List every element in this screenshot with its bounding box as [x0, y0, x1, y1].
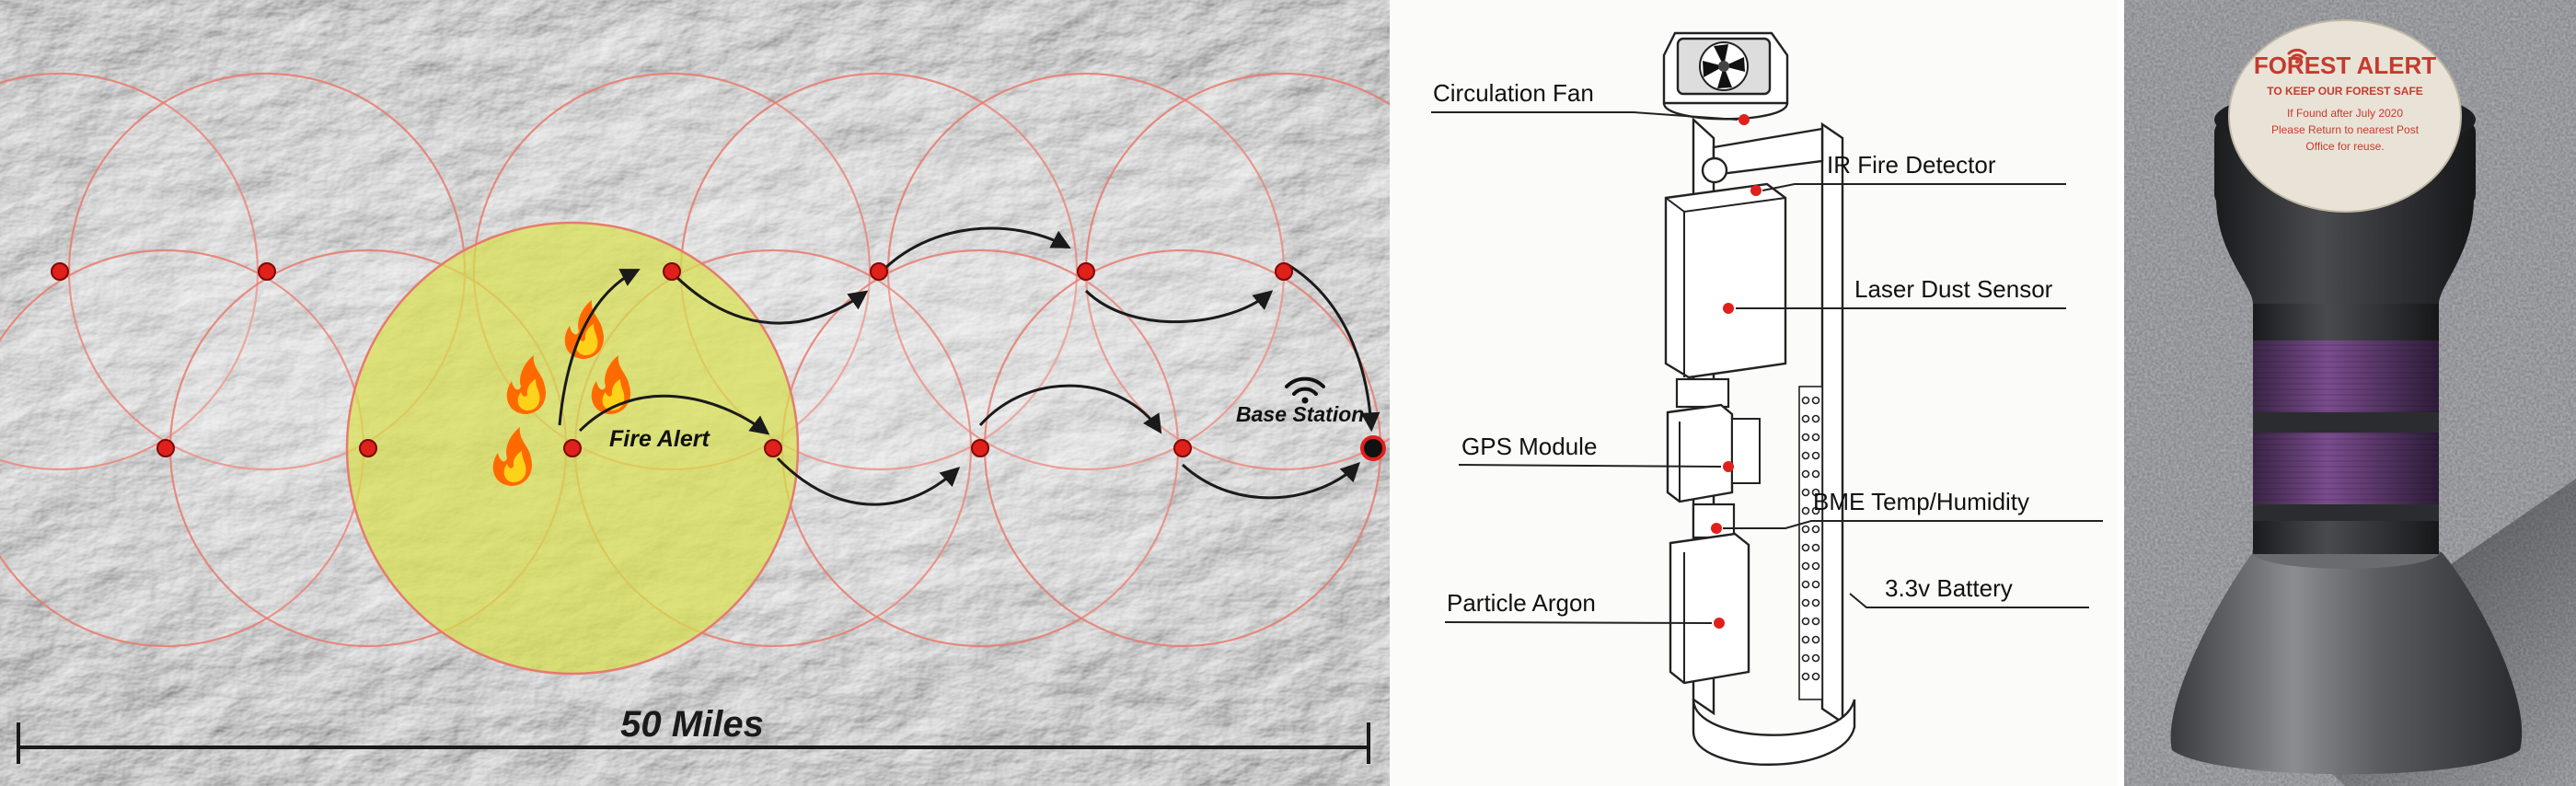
device-component-diagram: Circulation Fan IR Fire Detector Laser D…: [1390, 0, 2117, 786]
sensor-node: [1077, 262, 1095, 281]
fire-icon: [492, 427, 533, 486]
lid-notice-line1: If Found after July 2020: [2287, 107, 2403, 120]
callout-dot: [1723, 461, 1734, 472]
label-bme-temp-humidity: BME Temp/Humidity: [1813, 488, 2029, 515]
body-divider: [2253, 504, 2439, 521]
propagation-arrow: [978, 384, 1162, 434]
propagation-arrow: [672, 272, 869, 325]
lid-notice-line3: Office for reuse.: [2305, 140, 2384, 153]
fire-icons: [492, 300, 631, 486]
base-station: [1285, 376, 1386, 461]
label-battery: 3.3v Battery: [1885, 574, 2013, 602]
wifi-icon: [1285, 376, 1325, 404]
purple-band-texture: [2253, 433, 2439, 504]
sensor-node: [51, 262, 69, 281]
callout-dot: [1711, 523, 1722, 534]
callout-dots: [1711, 114, 1762, 629]
leader-line: [1762, 183, 2066, 191]
leader-lines: [1431, 111, 2103, 624]
fan-icon: [1703, 44, 1745, 88]
base-station-node: [1360, 435, 1386, 461]
photo-svg: FOREST ALERT TO KEEP OUR FOREST SAFE If …: [2124, 0, 2576, 786]
lid-label: [2229, 20, 2461, 212]
lid-label-edge: [2228, 19, 2462, 213]
label-laser-dust-sensor: Laser Dust Sensor: [1854, 275, 2053, 303]
propagation-arrow: [558, 269, 641, 426]
propagation-arrow: [1288, 263, 1380, 433]
label-ir-fire-detector: IR Fire Detector: [1827, 151, 1996, 179]
leader-line: [1723, 520, 2103, 529]
callout-dot: [1739, 114, 1750, 125]
gps-module: [1666, 403, 1761, 503]
propagation-arrow: [1181, 462, 1360, 500]
sensor-node: [870, 262, 888, 281]
right-rail: [1820, 121, 1844, 725]
circulation-fan: [1676, 37, 1772, 96]
lid-notice-line2: Please Return to nearest Post: [2271, 123, 2420, 136]
connector-block: [1675, 377, 1730, 409]
device-neck: [2216, 198, 2474, 304]
device-svg: Circulation Fan IR Fire Detector Laser D…: [1390, 0, 2117, 786]
label-gps-module: GPS Module: [1461, 433, 1597, 460]
fire-alert-label: Fire Alert: [609, 426, 711, 452]
sensor-node: [258, 262, 276, 281]
purple-band-texture: [2253, 341, 2439, 412]
lid-tagline: TO KEEP OUR FOREST SAFE: [2267, 85, 2423, 98]
map-svg: Fire Alert Base Station 50 Miles: [0, 0, 1390, 786]
fire-icon: [591, 355, 631, 414]
scale-bar-label: 50 Miles: [620, 704, 764, 745]
body-divider: [2253, 412, 2439, 433]
sensor-node: [156, 439, 175, 457]
base-station-label: Base Station: [1236, 402, 1364, 426]
particle-argon-board: [1669, 532, 1750, 685]
fire-icon: [506, 355, 547, 414]
battery-pack: [1798, 386, 1823, 700]
callout-dot: [1750, 185, 1762, 196]
sensor-nodes: [51, 262, 1293, 457]
sensor-node: [1173, 439, 1192, 457]
lid-brand: FOREST ALERT: [2254, 52, 2436, 79]
callout-dot: [1714, 618, 1725, 629]
leader-line: [1849, 593, 2089, 608]
wifi-icon: [2287, 48, 2307, 64]
sensor-node: [1275, 262, 1293, 281]
device-base: [2170, 552, 2523, 775]
device-photo: FOREST ALERT TO KEEP OUR FOREST SAFE If …: [2124, 0, 2576, 786]
callout-dot: [1723, 303, 1734, 314]
sensor-node: [359, 439, 377, 457]
leader-line: [1431, 111, 1739, 121]
sensor-node: [663, 262, 681, 281]
propagation-arrow: [776, 457, 961, 506]
sensor-node: [764, 439, 782, 457]
sensor-node: [971, 439, 989, 457]
propagation-arrow: [877, 226, 1071, 276]
ir-fire-detector: [1701, 156, 1728, 184]
laser-dust-sensor: [1664, 182, 1787, 379]
leader-line: [1458, 464, 1722, 468]
diagram-background: [1390, 0, 2117, 786]
propagation-arrow: [1084, 289, 1274, 324]
sensor-node-origin: [563, 439, 582, 457]
label-particle-argon: Particle Argon: [1447, 589, 1596, 617]
mesh-network-map: Fire Alert Base Station 50 Miles: [0, 0, 1390, 786]
propagation-arrow: [578, 394, 770, 435]
label-circulation-fan: Circulation Fan: [1433, 79, 1594, 107]
leader-line: [1444, 621, 1713, 624]
base-ring: [1692, 699, 1856, 766]
scale-bar: [17, 722, 1370, 764]
alert-propagation-arrows: [558, 226, 1380, 506]
